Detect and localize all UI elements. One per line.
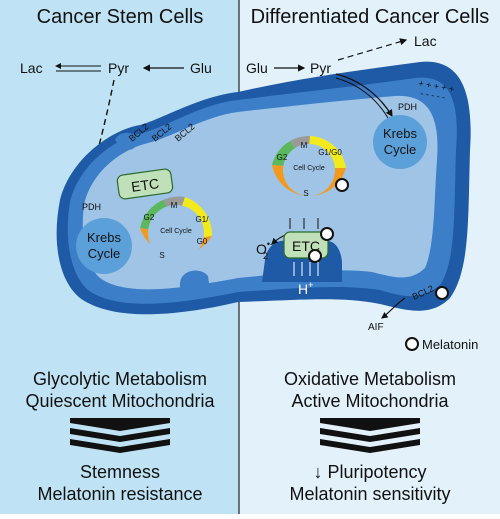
left-result-2: Melatonin resistance <box>37 484 202 504</box>
cell-cycle-wheel-left <box>140 196 213 261</box>
crista-left-2 <box>180 270 210 292</box>
right-chevron-arrows <box>320 418 420 453</box>
left-pyr-label: Pyr <box>108 60 129 76</box>
cycle-g1-left: G1/ <box>196 215 210 224</box>
right-glu-label: Glu <box>246 60 268 76</box>
melatonin-marker-bcl2 <box>435 286 449 300</box>
cycle-g1-right: G1/G0 <box>318 148 342 157</box>
cell-cycle-center-right: Cell Cycle <box>293 165 325 172</box>
cycle-g0-left: G0 <box>197 237 208 246</box>
cycle-m-right: M <box>301 141 308 150</box>
right-summary-2: Active Mitochondria <box>291 391 449 411</box>
left-glu-label: Glu <box>190 60 212 76</box>
etc-label-left: ETC <box>130 175 160 195</box>
krebs-cycle-left <box>76 218 132 274</box>
pyr-to-krebs-arrow-right-second <box>335 77 389 119</box>
proton-label: H+ <box>298 280 313 297</box>
right-lac-label: Lac <box>414 33 437 49</box>
cell-cycle-center-left: Cell Cycle <box>160 228 192 235</box>
etc-box-left <box>116 168 174 200</box>
left-result-1: Stemness <box>80 462 160 482</box>
proton-pump-arrows <box>293 262 319 276</box>
pdh-label-right: PDH <box>398 102 417 112</box>
left-summary-1: Glycolytic Metabolism <box>33 369 207 389</box>
left-lac-label: Lac <box>20 60 43 76</box>
krebs-label-right-2: Cycle <box>384 142 417 157</box>
pyr-to-krebs-arrow-right <box>335 73 393 118</box>
melatonin-legend-icon <box>405 337 419 351</box>
cell-cycle-wheel-right <box>272 135 346 196</box>
cycle-s-left: S <box>159 251 164 260</box>
pyr-to-lac-dashed-arrow-right <box>337 38 408 61</box>
right-result-2: Melatonin sensitivity <box>289 484 450 504</box>
pdh-label-left: PDH <box>82 202 101 212</box>
melatonin-legend-label: Melatonin <box>422 337 478 352</box>
cycle-m-left: M <box>171 201 178 210</box>
charges-minus: - - - - - <box>420 88 446 102</box>
aif-label: AIF <box>368 322 384 333</box>
krebs-label-right-1: Krebs <box>383 126 417 141</box>
melatonin-marker-cycle <box>335 178 349 192</box>
krebs-cycle-right <box>373 115 427 169</box>
krebs-label-left-2: Cycle <box>88 246 121 261</box>
bcl2-to-aif-arrow <box>381 297 406 319</box>
crista-left-1 <box>115 132 140 150</box>
left-chevron-arrows <box>70 418 170 453</box>
melatonin-marker-etc-1 <box>320 227 334 241</box>
cycle-g2-left: G2 <box>144 213 155 222</box>
left-summary-2: Quiescent Mitochondria <box>25 391 215 411</box>
krebs-label-left-1: Krebs <box>87 230 121 245</box>
left-header: Cancer Stem Cells <box>37 6 204 28</box>
cycle-g2-right: G2 <box>277 153 288 162</box>
right-result-1: ↓ Pluripotency <box>313 462 426 482</box>
right-pyr-label: Pyr <box>310 60 331 76</box>
superoxide-label: O•-2 <box>256 239 273 261</box>
right-header: Differentiated Cancer Cells <box>251 6 490 28</box>
right-summary-1: Oxidative Metabolism <box>284 369 456 389</box>
melatonin-marker-etc-2 <box>308 249 322 263</box>
cycle-s-right: S <box>303 189 308 198</box>
